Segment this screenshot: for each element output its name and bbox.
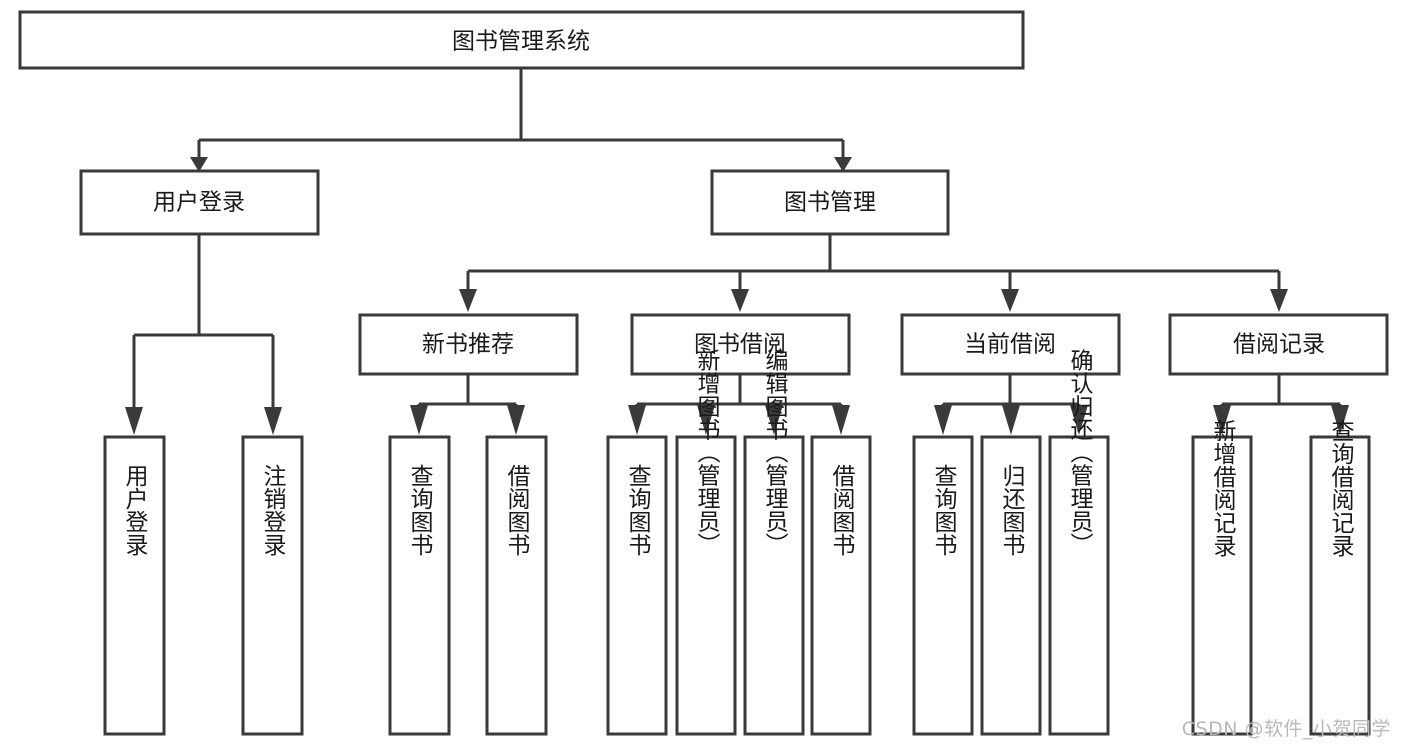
node-new-book-rec-box[interactable] — [358, 313, 579, 376]
node-leaf-confirm-return-label: 确认归还（管理员） — [1066, 349, 1094, 556]
connector-book-manage-split — [466, 233, 1281, 292]
arrow-to-leaf-borrow-book-2 — [832, 405, 850, 435]
node-leaf-query-book-3-label: 查询图书 — [930, 464, 958, 556]
node-user-login-box[interactable] — [79, 169, 320, 236]
node-leaf-query-book-2-label: 查询图书 — [624, 464, 652, 556]
node-book-manage-box[interactable] — [710, 169, 950, 236]
arrow-to-borrow-record — [1270, 289, 1288, 312]
node-leaf-add-book[interactable]: 新增图书（管理员） — [675, 349, 737, 736]
arrow-to-user-login — [190, 157, 208, 172]
arrow-to-leaf-add-book — [697, 405, 715, 435]
connector-root-split — [197, 68, 845, 160]
node-leaf-borrow-book-1-box[interactable] — [485, 435, 548, 736]
arrow-to-leaf-query-record — [1331, 405, 1349, 435]
connector-new-book-rec-split — [417, 374, 518, 412]
node-leaf-query-book-3-box[interactable] — [912, 435, 974, 736]
node-root-box[interactable] — [18, 10, 1025, 70]
connector-group-user-login-to-leaves — [125, 234, 282, 435]
node-leaf-logout-label: 注销登录 — [259, 464, 287, 556]
node-leaf-borrow-book-2[interactable]: 借阅图书 — [810, 435, 872, 736]
node-leaf-borrow-book-2-label: 借阅图书 — [828, 464, 856, 556]
node-leaf-return-book-label: 归还图书 — [998, 464, 1026, 556]
node-current-borrow-label: 当前借阅 — [964, 332, 1056, 358]
node-leaf-borrow-book-1[interactable]: 借阅图书 — [485, 435, 548, 736]
connector-group-root-to-level2 — [190, 68, 852, 172]
node-book-borrow-box[interactable] — [630, 313, 851, 376]
node-book-borrow-label: 图书借阅 — [694, 332, 786, 358]
arrow-to-book-borrow — [731, 289, 749, 312]
node-user-login-label: 用户登录 — [153, 190, 245, 216]
node-borrow-record[interactable]: 借阅记录 — [1168, 313, 1389, 376]
node-borrow-record-label: 借阅记录 — [1233, 332, 1325, 358]
arrow-to-leaf-edit-book — [765, 405, 783, 435]
node-leaf-edit-book-label: 编辑图书（管理员） — [761, 349, 789, 556]
node-leaf-borrow-book-2-box[interactable] — [810, 435, 872, 736]
node-leaf-query-record-box[interactable] — [1309, 435, 1371, 736]
connector-group-current-borrow-to-leaves — [934, 374, 1088, 435]
node-leaf-edit-book[interactable]: 编辑图书（管理员） — [743, 349, 805, 736]
node-leaf-user-login-box[interactable] — [103, 435, 166, 736]
node-root-label: 图书管理系统 — [452, 29, 590, 55]
arrow-to-current-borrow — [1001, 289, 1019, 312]
node-leaf-add-record-box[interactable] — [1191, 435, 1253, 736]
node-leaf-return-book[interactable]: 归还图书 — [980, 435, 1042, 736]
node-leaf-add-book-box[interactable] — [675, 435, 737, 736]
arrow-to-leaf-query-book-2 — [628, 405, 646, 435]
node-leaf-add-record-label: 新增借阅记录 — [1209, 419, 1237, 557]
node-current-borrow-box[interactable] — [900, 313, 1121, 376]
node-user-login[interactable]: 用户登录 — [79, 169, 320, 236]
node-book-borrow[interactable]: 图书借阅 — [630, 313, 851, 376]
arrow-to-leaf-return-book — [1002, 405, 1020, 435]
node-leaf-borrow-book-1-label: 借阅图书 — [503, 464, 531, 556]
node-current-borrow[interactable]: 当前借阅 — [900, 313, 1121, 376]
node-leaf-add-record[interactable]: 新增借阅记录 — [1191, 419, 1253, 736]
connector-group-book-borrow-to-leaves — [628, 374, 850, 435]
node-new-book-rec[interactable]: 新书推荐 — [358, 313, 579, 376]
node-book-manage[interactable]: 图书管理 — [710, 169, 950, 236]
arrow-to-leaf-query-book-3 — [934, 405, 952, 435]
arrow-to-leaf-add-record — [1213, 405, 1231, 435]
node-leaf-confirm-return[interactable]: 确认归还（管理员） — [1048, 349, 1110, 736]
node-leaf-edit-book-box[interactable] — [743, 435, 805, 736]
arrow-to-leaf-confirm-return — [1070, 405, 1088, 435]
node-leaf-add-book-label: 新增图书（管理员） — [693, 349, 721, 556]
connector-user-login-split — [132, 234, 275, 410]
node-leaf-return-book-box[interactable] — [980, 435, 1042, 736]
node-leaf-user-login[interactable]: 用户登录 — [103, 435, 166, 736]
connector-book-borrow-split — [635, 374, 843, 412]
node-leaf-user-login-label: 用户登录 — [121, 464, 149, 556]
node-leaf-logout-box[interactable] — [241, 435, 304, 736]
arrow-to-new-book-rec — [459, 289, 477, 312]
node-book-manage-label: 图书管理 — [784, 190, 876, 216]
arrow-to-leaf-query-book-1 — [410, 405, 428, 435]
node-leaf-logout[interactable]: 注销登录 — [241, 435, 304, 736]
node-new-book-rec-label: 新书推荐 — [422, 332, 514, 358]
arrow-to-leaf-borrow-book-1 — [507, 405, 525, 435]
node-borrow-record-box[interactable] — [1168, 313, 1389, 376]
arrow-to-book-manage — [834, 157, 852, 172]
node-leaf-query-record[interactable]: 查询借阅记录 — [1309, 419, 1371, 736]
connector-group-borrow-record-to-leaves — [1213, 374, 1349, 435]
node-leaf-query-book-2[interactable]: 查询图书 — [606, 435, 668, 736]
connector-borrow-record-split — [1220, 374, 1342, 412]
arrow-to-leaf-logout — [264, 407, 282, 435]
node-leaf-query-book-1-box[interactable] — [388, 435, 451, 736]
node-root[interactable]: 图书管理系统 — [18, 10, 1025, 70]
node-leaf-query-record-label: 查询借阅记录 — [1327, 419, 1355, 557]
connector-group-new-book-rec-to-leaves — [410, 374, 525, 435]
arrow-to-leaf-user-login — [125, 407, 143, 435]
node-leaf-query-book-3[interactable]: 查询图书 — [912, 435, 974, 736]
connector-group-book-manage-to-level3 — [459, 233, 1288, 312]
node-leaf-query-book-1-label: 查询图书 — [406, 464, 434, 556]
node-leaf-confirm-return-box[interactable] — [1048, 435, 1110, 736]
node-leaf-query-book-2-box[interactable] — [606, 435, 668, 736]
node-leaf-query-book-1[interactable]: 查询图书 — [388, 435, 451, 736]
